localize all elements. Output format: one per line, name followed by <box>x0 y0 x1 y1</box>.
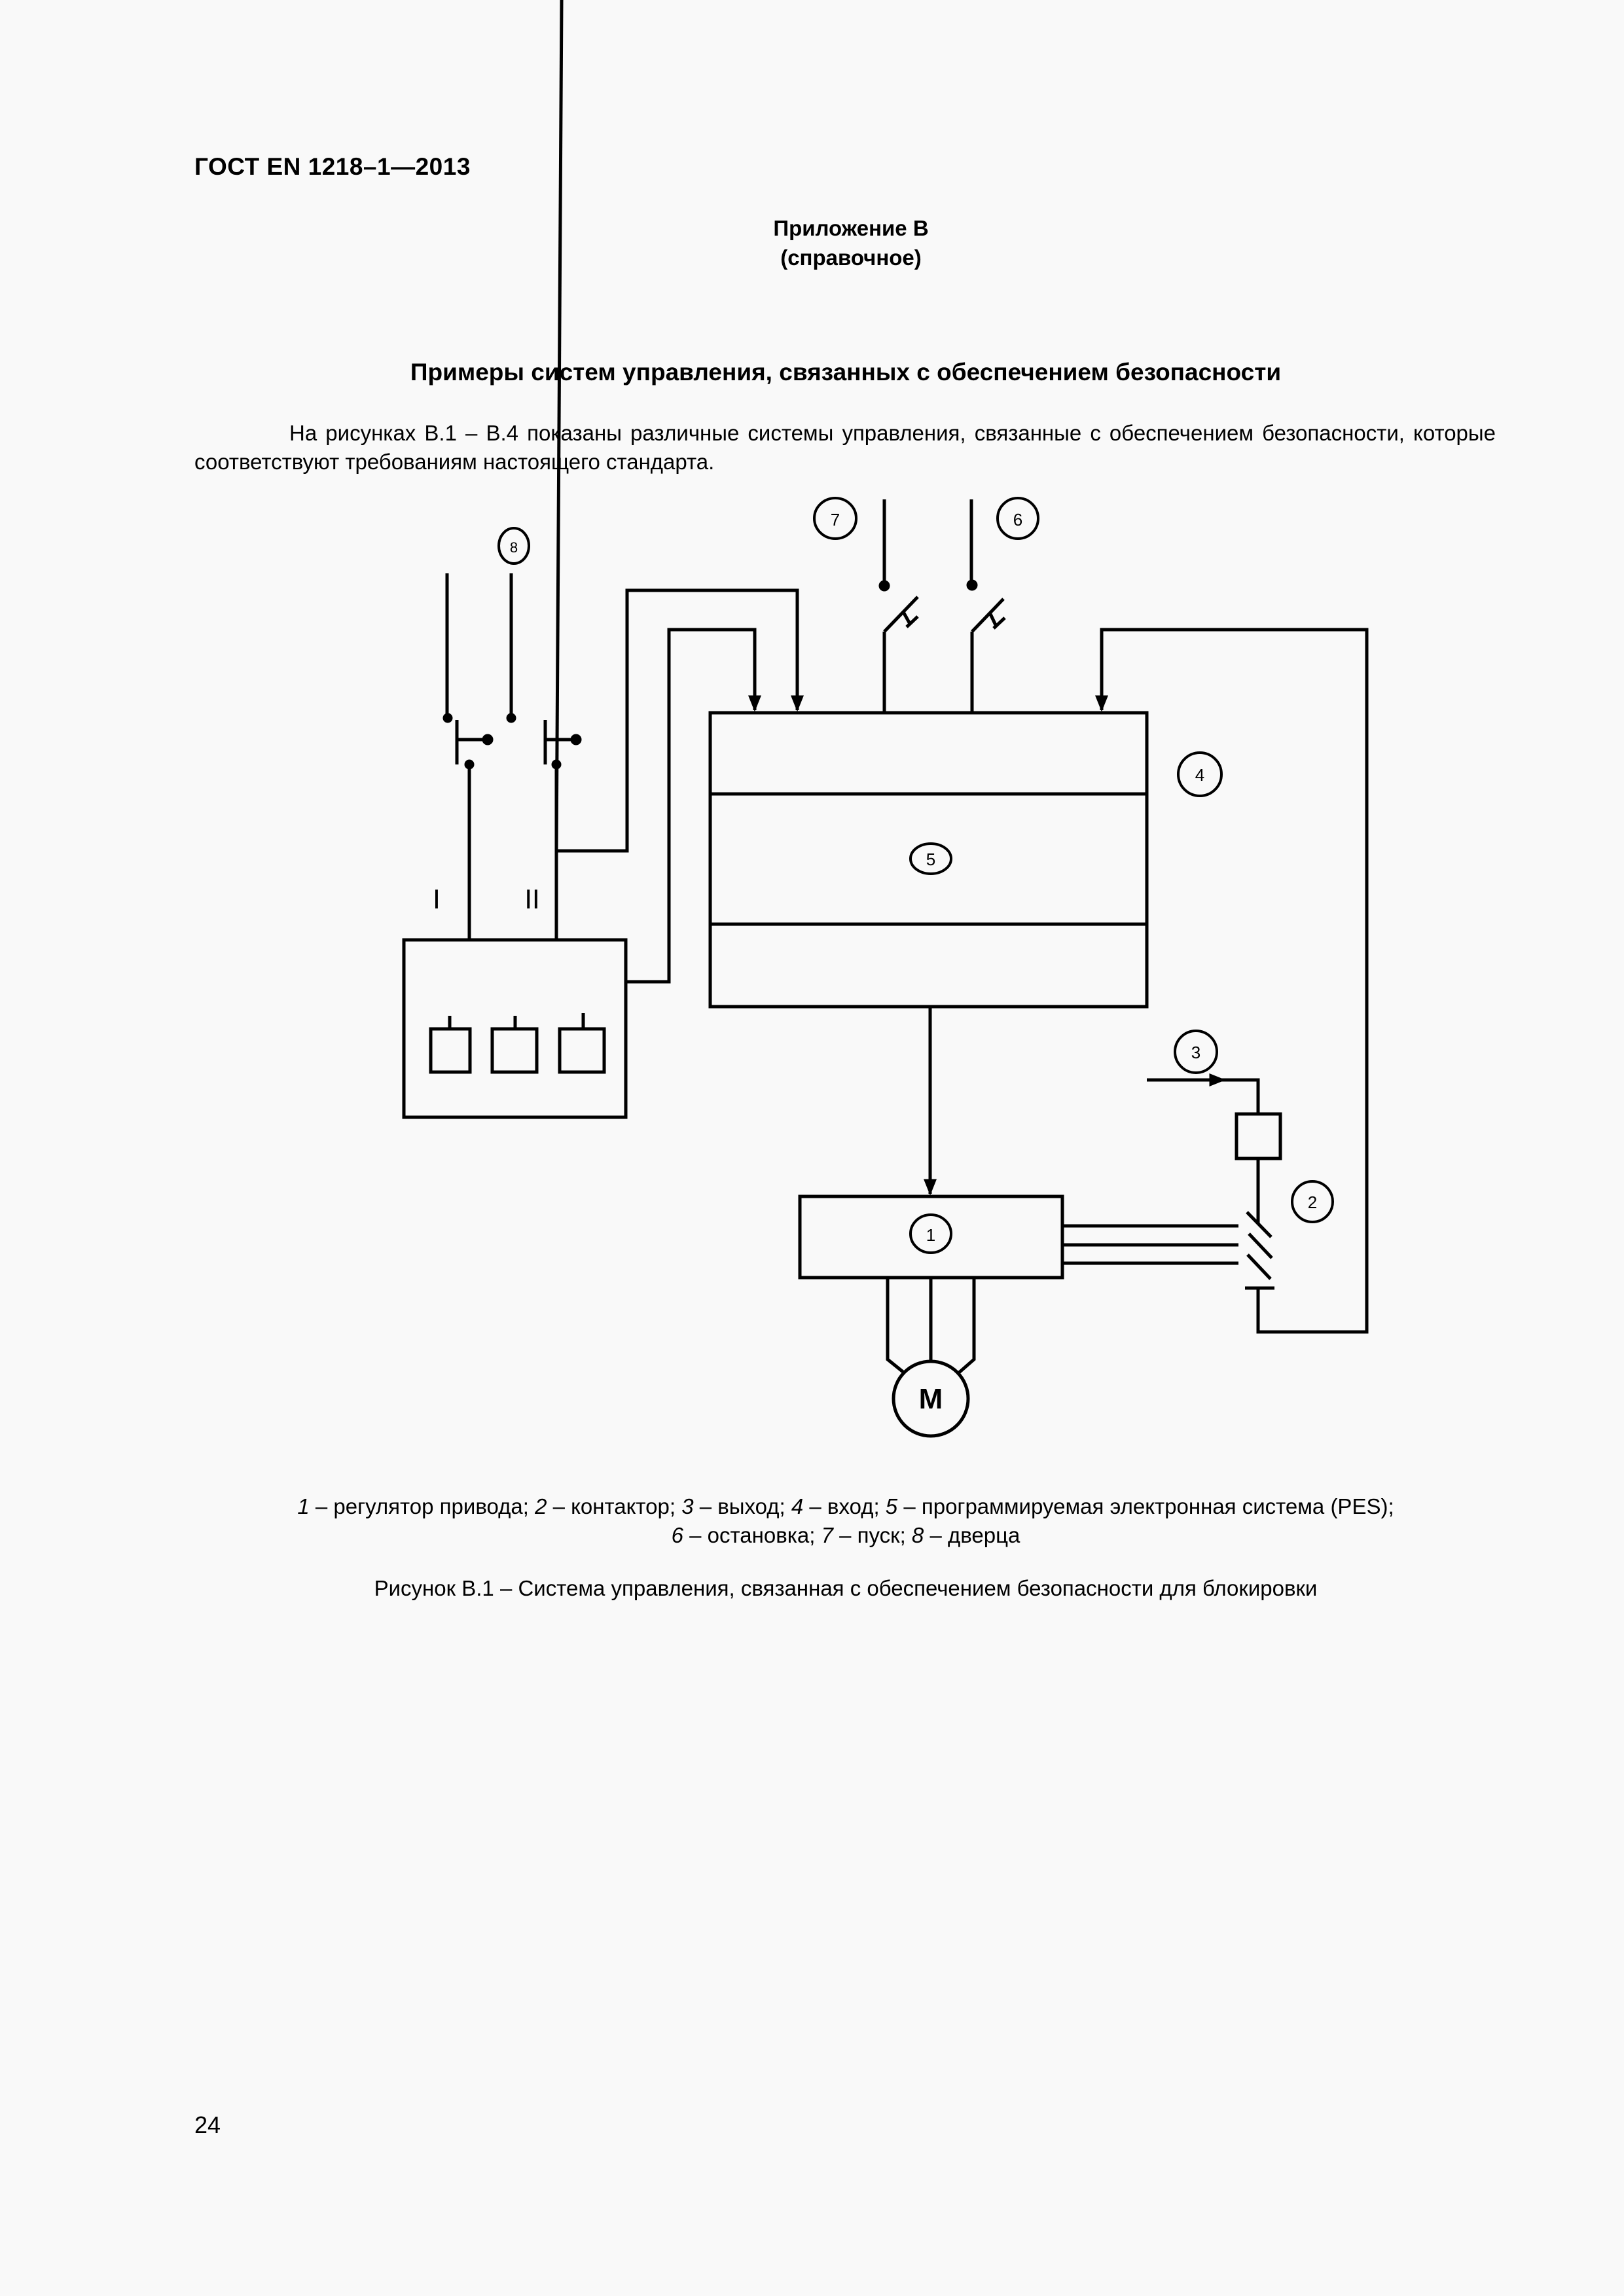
intro-text: На рисунках В.1 – В.4 показаны различные… <box>194 421 1496 474</box>
channel-ii-label: II <box>524 884 539 914</box>
callout-1: 1 <box>926 1225 935 1245</box>
legend-num-8: 8 <box>911 1523 924 1547</box>
callout-2: 2 <box>1308 1193 1317 1212</box>
page-number: 24 <box>194 2111 221 2138</box>
legend-num-7: 7 <box>821 1523 833 1547</box>
callout-7: 7 <box>831 510 840 529</box>
relay-1 <box>429 1027 472 1074</box>
callout-1-circle <box>909 1213 952 1254</box>
feedback-wire <box>1095 628 1369 1334</box>
motor-symbol <box>892 1359 970 1438</box>
contactor-coil <box>1235 1112 1282 1160</box>
stop-switch <box>966 499 1006 713</box>
motor-label: M <box>919 1383 943 1415</box>
legend-num-1: 1 <box>297 1494 310 1518</box>
legend-num-5: 5 <box>885 1494 898 1518</box>
callout-8: 8 <box>510 539 518 556</box>
callout-6: 6 <box>1013 510 1022 529</box>
channel-i-label: I <box>433 884 441 914</box>
legend-num-6: 6 <box>671 1523 683 1547</box>
callout-3-circle <box>1174 1030 1218 1074</box>
door-switch-i <box>442 573 494 939</box>
relay-2 <box>490 1027 539 1074</box>
legend-num-2: 2 <box>535 1494 547 1518</box>
appendix-title: Приложение В <box>773 216 929 240</box>
legend-num-4: 4 <box>791 1494 804 1518</box>
legend-text-6: – остановка; <box>683 1523 821 1547</box>
door-switch-ii <box>506 573 582 939</box>
legend-text-7: – пуск; <box>833 1523 912 1547</box>
callout-6-circle <box>996 497 1039 540</box>
contactor-contacts <box>1245 1211 1274 1290</box>
legend-text-2: – контактор; <box>547 1494 682 1518</box>
legend-text-3: – выход; <box>693 1494 791 1518</box>
intro-paragraph: На рисунках В.1 – В.4 показаны различные… <box>194 419 1496 476</box>
legend-text-8: – дверца <box>924 1523 1020 1547</box>
document-code-header: ГОСТ EN 1218–1—2013 <box>194 153 471 180</box>
callout-4: 4 <box>1195 765 1204 785</box>
door-monitor-wire-outer <box>556 588 804 853</box>
section-title: Примеры систем управления, связанных с о… <box>410 359 1282 386</box>
callout-2-circle <box>1291 1180 1334 1223</box>
figure-caption: Рисунок В.1 – Система управления, связан… <box>374 1576 1318 1600</box>
callout-5-circle <box>909 842 952 875</box>
callout-4-circle <box>1177 751 1223 797</box>
channel-ii-wire <box>554 0 564 852</box>
callout-5: 5 <box>926 850 935 869</box>
figure-legend-line-2: 6 – остановка; 7 – пуск; 8 – дверца <box>194 1521 1497 1550</box>
legend-num-3: 3 <box>681 1494 694 1518</box>
door-monitor-wire-inner <box>627 628 761 984</box>
legend-text-4: – вход; <box>803 1494 886 1518</box>
appendix-kind: (справочное) <box>780 245 922 270</box>
callout-7-circle <box>813 497 857 540</box>
callout-3: 3 <box>1191 1043 1200 1062</box>
start-switch <box>878 499 919 713</box>
legend-text-5: – программируемая электронная система (P… <box>897 1494 1394 1518</box>
figure-legend-line-1: 1 – регулятор привода; 2 – контактор; 3 … <box>194 1492 1497 1521</box>
callout-8-circle <box>497 527 530 565</box>
legend-text-1: – регулятор привода; <box>309 1494 535 1518</box>
relay-3 <box>558 1027 606 1074</box>
door-monitoring-unit <box>402 938 628 1119</box>
